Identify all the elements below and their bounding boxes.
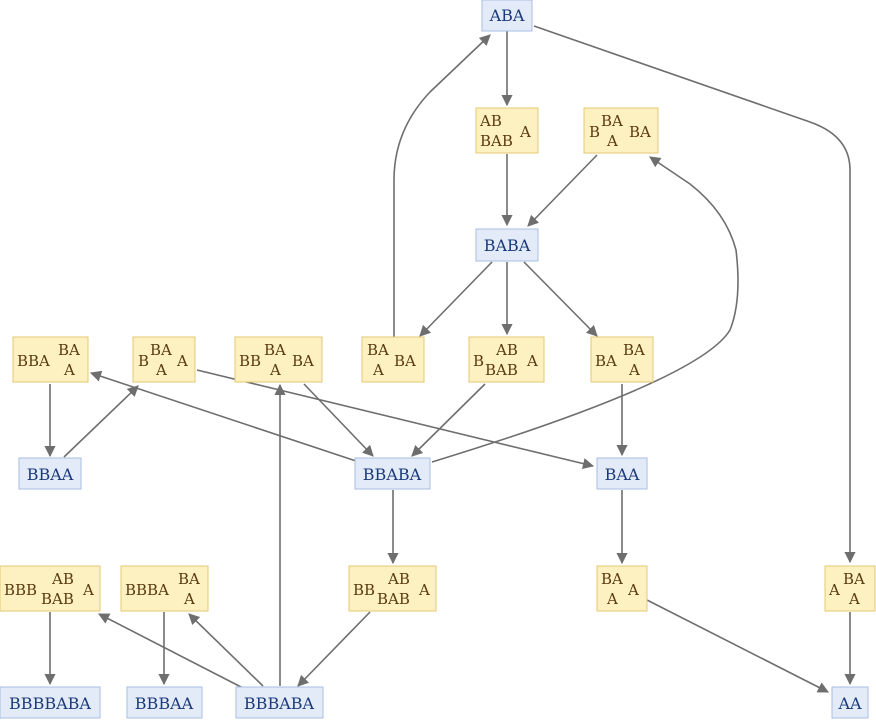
edge-e2-to-baba bbox=[527, 154, 598, 227]
event-node-e3: BBA BA A bbox=[12, 336, 89, 383]
event-prefix: B bbox=[473, 352, 484, 370]
event-bottom: A bbox=[606, 590, 618, 608]
event-bottom: A bbox=[63, 361, 75, 379]
event-prefix: BB bbox=[353, 581, 375, 599]
event-prefix: B bbox=[589, 123, 600, 141]
event-bottom: A bbox=[155, 361, 167, 379]
event-top: AB bbox=[387, 570, 410, 588]
edge-baba-to-e6 bbox=[419, 261, 493, 337]
event-bottom: A bbox=[269, 361, 281, 379]
event-suffix: A bbox=[418, 581, 430, 599]
event-top: BA bbox=[623, 341, 645, 359]
event-top: BA bbox=[601, 570, 623, 588]
event-suffix: BA bbox=[629, 123, 651, 141]
state-node-bbbaa: BBBAA bbox=[126, 686, 203, 719]
event-bottom: A bbox=[372, 361, 384, 379]
event-node-e7: B AB BAB A bbox=[468, 336, 545, 383]
event-prefix: BA bbox=[595, 352, 617, 370]
event-node-e12: BA A A bbox=[596, 565, 648, 612]
event-bottom: A bbox=[628, 361, 640, 379]
edge-e4-to-baa bbox=[196, 369, 595, 470]
event-bottom: BAB bbox=[480, 132, 513, 150]
edge-bbaa-to-e4 bbox=[63, 385, 139, 458]
state-node-baa: BAA bbox=[596, 457, 648, 490]
state-node-baba: BABA bbox=[475, 228, 539, 262]
edge-bbaba-to-e2 bbox=[431, 156, 739, 463]
event-bottom: A bbox=[183, 590, 195, 608]
event-node-e9: BBB AB BAB A bbox=[0, 565, 101, 612]
edge-e6-to-aba bbox=[393, 34, 491, 338]
event-top: AB bbox=[51, 570, 74, 588]
event-top: AB bbox=[479, 112, 502, 130]
edge-e7-to-bbaba bbox=[411, 383, 486, 457]
event-bottom: BAB bbox=[41, 590, 74, 608]
event-prefix: BBA bbox=[17, 352, 50, 370]
event-node-e10: BBBA BA A bbox=[120, 565, 209, 612]
event-node-e6: BA A BA bbox=[361, 336, 425, 383]
event-top: BA bbox=[150, 341, 172, 359]
state-node-bbaba: BBABA bbox=[354, 457, 431, 490]
event-prefix: A bbox=[828, 581, 840, 599]
event-top: AB bbox=[495, 341, 518, 359]
state-label: AA bbox=[837, 694, 862, 713]
event-suffix: A bbox=[519, 123, 531, 141]
state-label: BBBBABA bbox=[9, 694, 91, 713]
state-node-aba: ABA bbox=[481, 0, 533, 32]
event-suffix: A bbox=[526, 352, 538, 370]
event-top: BA bbox=[58, 341, 80, 359]
state-label: BBBABA bbox=[244, 694, 315, 713]
edge-bbbaba-to-e10 bbox=[188, 613, 264, 687]
event-top: BA bbox=[601, 112, 623, 130]
state-label: ABA bbox=[489, 6, 525, 25]
state-node-bbaa: BBAA bbox=[18, 457, 82, 490]
edge-e11-to-bbbaba bbox=[297, 611, 371, 687]
state-node-bbbaba: BBBABA bbox=[235, 686, 324, 719]
event-node-e4: B BA A A bbox=[132, 336, 196, 383]
event-node-e11: BB AB BAB A bbox=[348, 565, 437, 612]
event-bottom: A bbox=[848, 590, 860, 608]
event-suffix: A bbox=[176, 352, 188, 370]
event-prefix: BBBA bbox=[125, 581, 169, 599]
edges bbox=[44, 25, 856, 693]
event-top: BA bbox=[178, 570, 200, 588]
event-bottom: BAB bbox=[485, 361, 518, 379]
state-node-aa: AA bbox=[831, 686, 869, 719]
event-suffix: BA bbox=[292, 352, 314, 370]
state-label: BABA bbox=[484, 236, 531, 255]
edge-baba-to-e8 bbox=[523, 261, 598, 337]
event-node-e5: BB BA A BA bbox=[234, 336, 323, 383]
edge-bbaba-to-e3 bbox=[89, 370, 363, 464]
edge-aba-to-e13 bbox=[533, 25, 856, 564]
state-node-bbbbaba: BBBBABA bbox=[0, 686, 101, 719]
edge-e5-to-bbaba bbox=[303, 383, 374, 457]
event-prefix: BBB bbox=[4, 581, 37, 599]
event-node-e13: A BA A bbox=[824, 565, 876, 612]
event-top: BA bbox=[264, 341, 286, 359]
state-label: BAA bbox=[605, 465, 640, 484]
edge-e12-to-aa bbox=[646, 599, 829, 693]
state-label: BBABA bbox=[363, 465, 422, 484]
event-suffix: A bbox=[627, 581, 639, 599]
state-label: BBAA bbox=[27, 465, 74, 484]
event-node-e1: AB BAB A bbox=[475, 107, 539, 154]
event-bottom: A bbox=[606, 132, 618, 150]
event-prefix: BB bbox=[239, 352, 261, 370]
event-suffix: A bbox=[82, 581, 94, 599]
event-top: BA bbox=[367, 341, 389, 359]
event-suffix: BA bbox=[394, 352, 416, 370]
event-top: BA bbox=[843, 570, 865, 588]
edge-bbbaba-to-e9 bbox=[98, 613, 244, 689]
event-prefix: B bbox=[138, 352, 149, 370]
event-node-e2: B BA A BA bbox=[583, 107, 659, 154]
event-node-e8: BA BA A bbox=[590, 336, 654, 383]
event-bottom: BAB bbox=[377, 590, 410, 608]
state-label: BBBAA bbox=[135, 694, 194, 713]
